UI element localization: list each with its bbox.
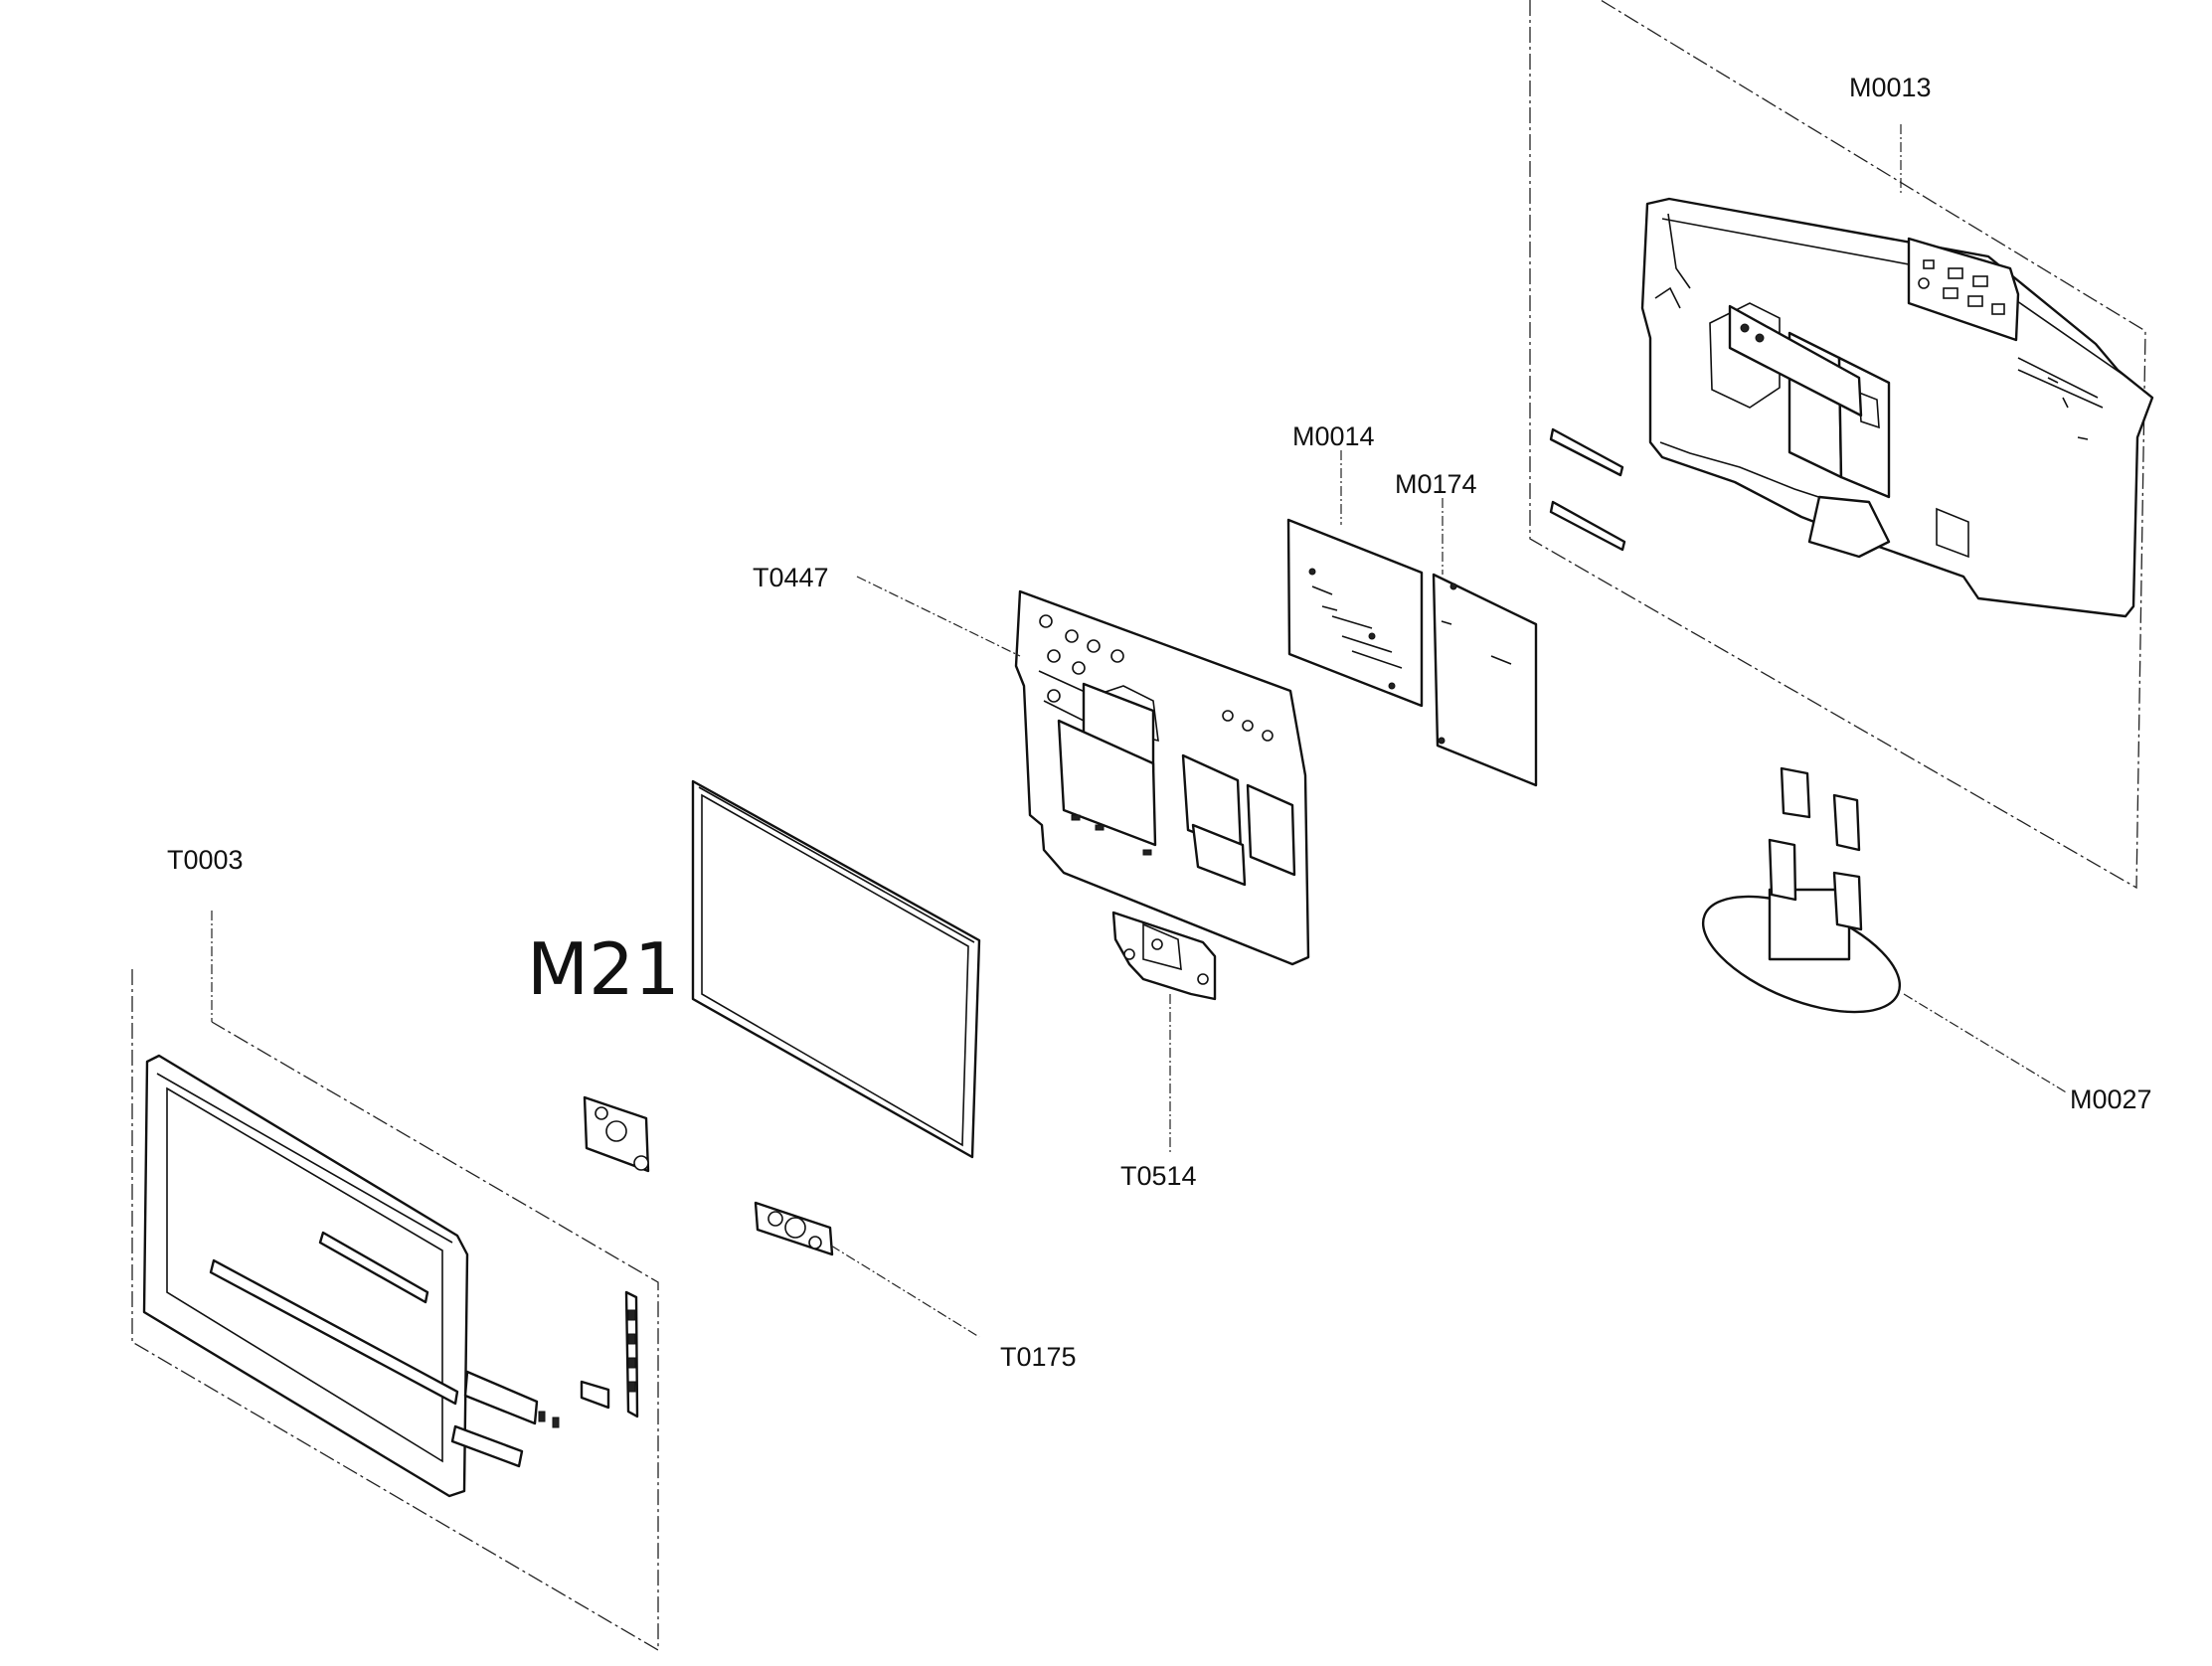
stand-base bbox=[1701, 766, 2069, 1094]
shield-plate bbox=[1432, 573, 1538, 787]
label-t0514: T0514 bbox=[1120, 1161, 1197, 1191]
main-board bbox=[1286, 450, 1424, 708]
chassis-frame bbox=[856, 576, 1310, 966]
label-t0175: T0175 bbox=[1000, 1342, 1077, 1372]
back-cover-group bbox=[1529, 0, 2154, 890]
speaker-right bbox=[754, 1201, 980, 1338]
bracket-plate bbox=[1111, 911, 1217, 1001]
connector-panel bbox=[1907, 237, 2020, 342]
lcd-panel-frame bbox=[691, 779, 981, 1159]
main-board-pcb bbox=[1286, 518, 1424, 708]
label-m0027: M0027 bbox=[2070, 1084, 2152, 1114]
front-bezel bbox=[142, 1054, 469, 1498]
front-bezel-group bbox=[131, 911, 659, 1652]
label-t0447: T0447 bbox=[753, 563, 829, 592]
label-m0014: M0014 bbox=[1292, 421, 1375, 451]
stand-bracket bbox=[1111, 911, 1217, 1155]
shield-board bbox=[1432, 498, 1538, 787]
speaker-left bbox=[583, 1095, 650, 1173]
label-m0013: M0013 bbox=[1849, 73, 1932, 102]
back-cover bbox=[1640, 197, 2154, 618]
lcd-panel bbox=[691, 779, 981, 1159]
label-m21: M21 bbox=[527, 927, 680, 1011]
chassis-plate bbox=[1014, 589, 1310, 966]
label-m0174: M0174 bbox=[1395, 469, 1477, 499]
label-t0003: T0003 bbox=[167, 845, 244, 875]
